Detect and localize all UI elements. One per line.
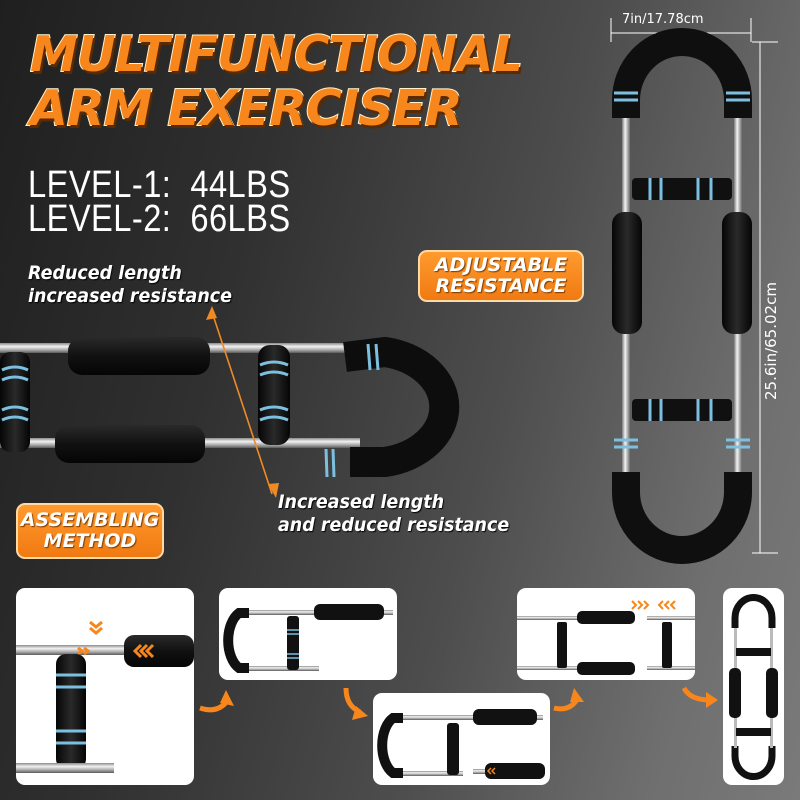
reduced-length-caption: Reduced length increased resistance — [28, 262, 232, 308]
badge-line-2: RESISTANCE — [435, 275, 567, 297]
bottom-handle-foam — [612, 472, 752, 564]
assembly-step-1-panel — [16, 588, 194, 785]
adjustable-resistance-badge: ADJUSTABLE RESISTANCE — [418, 250, 584, 302]
level-1-value: 44LBS — [190, 164, 291, 206]
assembling-method-badge: ASSEMBLING METHOD — [16, 503, 164, 559]
arrow-icon — [706, 692, 718, 708]
title-line-1: MULTIFUNCTIONAL — [29, 26, 524, 83]
u-handle-foam — [343, 336, 460, 477]
increased-caption-line-1: Increased length — [278, 491, 445, 513]
resistance-double-arrow — [211, 311, 273, 495]
arrow-icon — [570, 688, 584, 702]
level-2-value: 66LBS — [190, 198, 291, 240]
arrow-down-head — [268, 483, 279, 498]
vertical-grip-right — [258, 345, 290, 445]
reduced-caption-line-1: Reduced length — [28, 262, 182, 284]
badge-line-1: ADJUSTABLE — [434, 254, 568, 276]
increased-length-caption: Increased length and reduced resistance — [278, 491, 509, 537]
upper-long-foam — [68, 337, 210, 375]
assembly-step-4-panel — [517, 588, 695, 680]
arrow-icon — [220, 690, 234, 706]
width-dimension-label: 7in/17.78cm — [622, 12, 704, 27]
arrow-up-head — [206, 306, 217, 320]
level-1-spec: LEVEL-1: 44LBS — [28, 166, 291, 204]
assembly-step-3-panel — [373, 693, 550, 785]
lower-long-foam — [55, 425, 205, 463]
top-handle-foam — [612, 28, 752, 118]
assembly-step-2-panel — [219, 588, 397, 680]
level-2-label: LEVEL-2: — [28, 198, 172, 240]
reduced-caption-line-2: increased resistance — [28, 285, 233, 307]
badge-line-2: METHOD — [43, 530, 137, 552]
assembly-step-5-panel — [723, 588, 784, 785]
badge-line-1: ASSEMBLING — [20, 509, 160, 531]
level-1-label: LEVEL-1: — [28, 164, 172, 206]
level-2-spec: LEVEL-2: 66LBS — [28, 200, 291, 238]
arrow-icon — [352, 706, 368, 720]
increased-caption-line-2: and reduced resistance — [278, 514, 510, 536]
title-line-2: ARM EXERCISER — [29, 80, 464, 137]
